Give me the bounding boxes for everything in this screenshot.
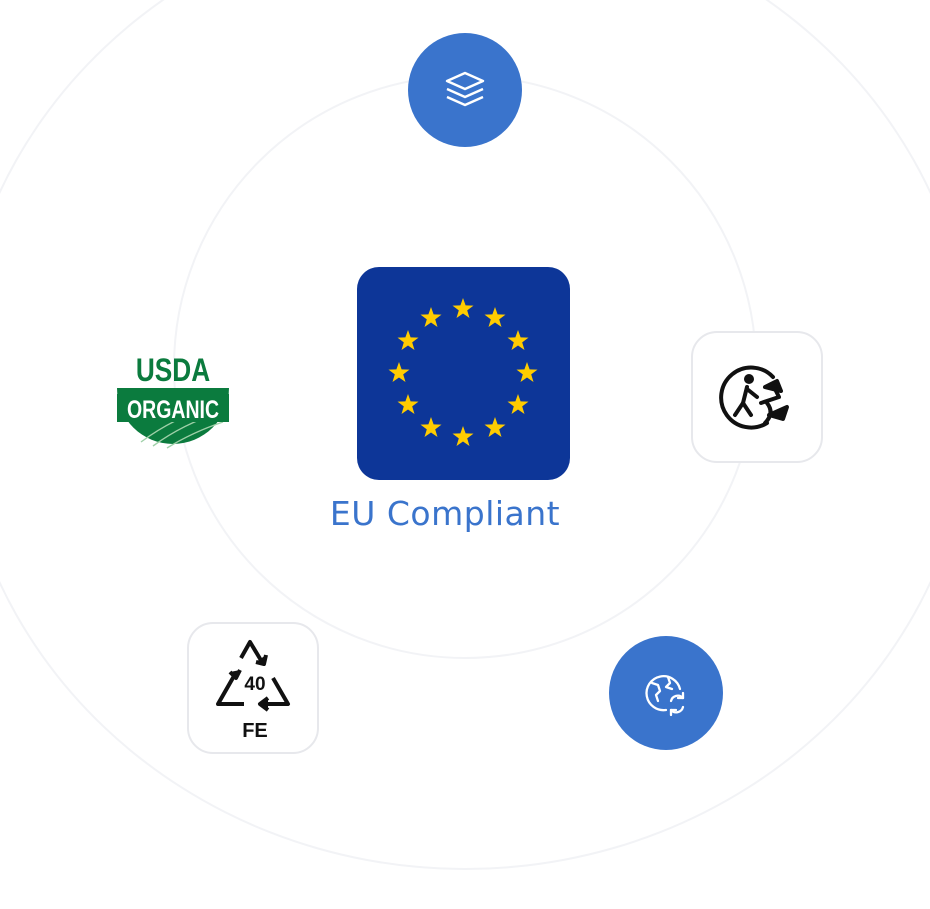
recycle-code: 40 [244, 674, 266, 695]
eu-stars-icon [388, 298, 538, 446]
globe-refresh-button[interactable] [609, 636, 723, 750]
layers-button[interactable] [408, 33, 522, 147]
triman-icon [719, 365, 789, 430]
recycle-steel-badge: 40 FE [187, 622, 319, 754]
organic-text: ORGANIC [126, 396, 220, 424]
globe-refresh-icon [645, 675, 685, 717]
layers-icon [445, 71, 485, 107]
usda-text: USDA [135, 352, 211, 388]
triman-badge [691, 331, 823, 463]
eu-flag [357, 267, 570, 480]
eu-compliant-title: EU Compliant [329, 494, 561, 533]
usda-organic-seal: USDA ORGANIC [113, 338, 233, 450]
recycle-material: FE [242, 720, 268, 742]
recycle-fe-icon [216, 640, 290, 712]
outer-orbit-ring [0, 0, 930, 870]
